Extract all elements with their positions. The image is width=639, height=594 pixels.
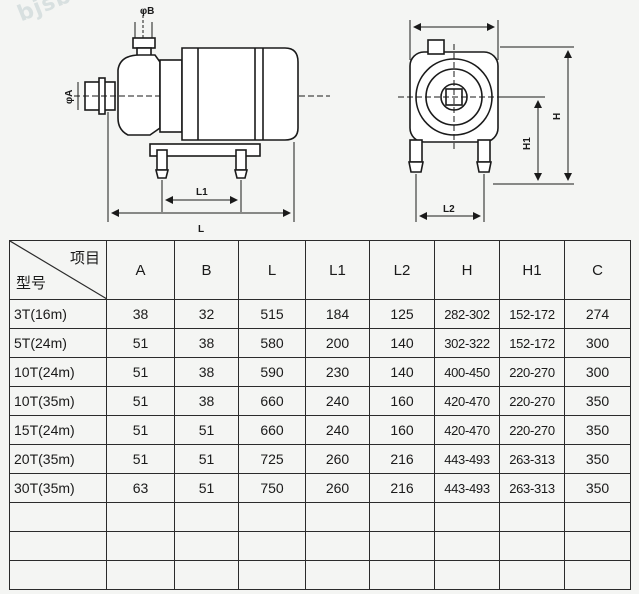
empty-table-row (9, 531, 631, 561)
table-cell: 220-270 (499, 357, 565, 387)
table-cell: 263-313 (499, 473, 565, 503)
table-cell: 51 (174, 415, 239, 445)
table-cell: 282-302 (434, 299, 500, 329)
table-cell: 140 (369, 328, 435, 358)
corner-header: 项目 型号 (9, 240, 107, 300)
table-cell: 32 (174, 299, 239, 329)
table-cell: 63 (106, 473, 175, 503)
col-header: H (434, 240, 500, 300)
table-cell: 51 (174, 473, 239, 503)
col-header: A (106, 240, 175, 300)
table-row: 20T(35m) 51 51 725 260 216 443-493 263-3… (9, 444, 631, 474)
spec-table: 项目 型号 A B L L1 L2 H H1 C 3T(16m) 38 32 5… (9, 240, 631, 590)
table-cell: 160 (369, 415, 435, 445)
table-cell: 590 (238, 357, 306, 387)
dim-phi-b-label: φB (140, 6, 154, 17)
table-cell: 152-172 (499, 328, 565, 358)
table-cell: 184 (305, 299, 370, 329)
col-header: L1 (305, 240, 370, 300)
col-header: B (174, 240, 239, 300)
table-row: 10T(35m) 51 38 660 240 160 420-470 220-2… (9, 386, 631, 416)
table-cell: 240 (305, 386, 370, 416)
table-cell: 350 (564, 415, 631, 445)
table-cell: 443-493 (434, 473, 500, 503)
table-cell: 51 (106, 415, 175, 445)
corner-label-item: 项目 (69, 250, 100, 267)
table-cell: 220-270 (499, 415, 565, 445)
table-cell: 240 (305, 415, 370, 445)
col-header: L (238, 240, 306, 300)
corner-label-model: 型号 (16, 275, 47, 292)
table-cell: 160 (369, 386, 435, 416)
table-cell: 200 (305, 328, 370, 358)
empty-table-row (9, 560, 631, 590)
table-cell: 152-172 (499, 299, 565, 329)
table-cell: 260 (305, 444, 370, 474)
table-cell: 38 (106, 299, 175, 329)
table-cell: 660 (238, 415, 306, 445)
dim-l2-label: L2 (443, 204, 455, 215)
table-cell: 750 (238, 473, 306, 503)
table-cell: 580 (238, 328, 306, 358)
table-cell: 350 (564, 473, 631, 503)
dim-h1-label: H1 (522, 137, 533, 150)
table-cell: 51 (106, 357, 175, 387)
model-cell: 10T(35m) (9, 386, 107, 416)
table-cell: 515 (238, 299, 306, 329)
dim-l-label: L (198, 224, 204, 235)
table-row: 3T(16m) 38 32 515 184 125 282-302 152-17… (9, 299, 631, 329)
pump-dimension-drawing: φB φA L1 L H1 H L2 (64, 6, 574, 235)
table-row: 30T(35m) 63 51 750 260 216 443-493 263-3… (9, 473, 631, 503)
table-cell: 725 (238, 444, 306, 474)
table-row: 5T(24m) 51 38 580 200 140 302-322 152-17… (9, 328, 631, 358)
table-cell: 38 (174, 386, 239, 416)
table-cell: 125 (369, 299, 435, 329)
table-cell: 420-470 (434, 386, 500, 416)
table-cell: 216 (369, 473, 435, 503)
empty-table-row (9, 502, 631, 532)
table-cell: 38 (174, 328, 239, 358)
table-cell: 302-322 (434, 328, 500, 358)
diagonal-divider (10, 241, 106, 299)
model-cell: 20T(35m) (9, 444, 107, 474)
col-header: C (564, 240, 631, 300)
table-cell: 51 (174, 444, 239, 474)
table-cell: 263-313 (499, 444, 565, 474)
table-cell: 660 (238, 386, 306, 416)
table-row: 10T(24m) 51 38 590 230 140 400-450 220-2… (9, 357, 631, 387)
model-cell: 10T(24m) (9, 357, 107, 387)
model-cell: 30T(35m) (9, 473, 107, 503)
table-cell: 274 (564, 299, 631, 329)
col-header: L2 (369, 240, 435, 300)
dim-l1-label: L1 (196, 187, 208, 198)
table-cell: 420-470 (434, 415, 500, 445)
table-cell: 216 (369, 444, 435, 474)
table-cell: 230 (305, 357, 370, 387)
table-cell: 38 (174, 357, 239, 387)
table-cell: 400-450 (434, 357, 500, 387)
dim-h-label: H (552, 113, 563, 120)
table-cell: 300 (564, 328, 631, 358)
end-view (398, 20, 574, 222)
table-cell: 220-270 (499, 386, 565, 416)
table-cell: 300 (564, 357, 631, 387)
table-cell: 140 (369, 357, 435, 387)
table-cell: 51 (106, 386, 175, 416)
table-cell: 51 (106, 328, 175, 358)
model-cell: 3T(16m) (9, 299, 107, 329)
model-cell: 15T(24m) (9, 415, 107, 445)
model-cell: 5T(24m) (9, 328, 107, 358)
dim-phi-a-label: φA (64, 90, 75, 104)
table-header-row: 项目 型号 A B L L1 L2 H H1 C (9, 240, 631, 300)
col-header: H1 (499, 240, 565, 300)
table-cell: 260 (305, 473, 370, 503)
table-cell: 51 (106, 444, 175, 474)
table-cell: 443-493 (434, 444, 500, 474)
table-row: 15T(24m) 51 51 660 240 160 420-470 220-2… (9, 415, 631, 445)
table-cell: 350 (564, 444, 631, 474)
side-view (74, 10, 330, 222)
table-cell: 350 (564, 386, 631, 416)
